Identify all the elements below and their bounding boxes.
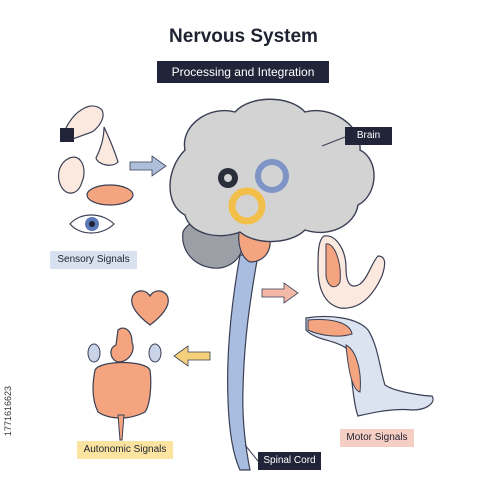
rectum xyxy=(117,414,125,441)
subtitle-banner: Processing and Integration xyxy=(157,61,329,83)
spinal-cord-pointer xyxy=(244,444,259,462)
autonomic-arrow xyxy=(173,345,211,367)
motor-signals-label: Motor Signals xyxy=(340,429,414,447)
brain xyxy=(169,98,375,243)
gear-icon-yellow xyxy=(228,187,266,225)
image-id-text: 1771616623 xyxy=(3,386,13,437)
hand-icon xyxy=(65,105,104,141)
biceps-muscle xyxy=(325,243,341,288)
gear-icon-dark xyxy=(218,168,238,188)
calf-muscle xyxy=(345,344,361,393)
brain-label: Brain xyxy=(345,127,392,145)
nose-icon xyxy=(95,126,119,166)
sensory-arrow xyxy=(129,155,167,177)
heart-icon xyxy=(131,290,169,326)
spinal-cord xyxy=(227,254,259,471)
page-title: Nervous System xyxy=(169,26,318,47)
autonomic-signals-label: Autonomic Signals xyxy=(77,441,173,459)
kidney-right xyxy=(148,343,162,363)
eye-icon xyxy=(69,214,115,234)
lips-icon xyxy=(86,184,134,206)
motor-arrow xyxy=(261,282,299,304)
sensory-signals-label: Sensory Signals xyxy=(50,251,137,269)
gear-icon-blue xyxy=(255,159,289,193)
brain-pointer xyxy=(321,136,346,147)
spinal-cord-label: Spinal Cord xyxy=(258,452,321,470)
stomach-icon xyxy=(110,327,134,363)
wrist-cuff xyxy=(60,128,74,142)
kidney-left xyxy=(87,343,101,363)
thigh-muscle xyxy=(307,319,353,337)
ear-icon xyxy=(57,156,85,194)
intestines-icon xyxy=(92,361,152,419)
